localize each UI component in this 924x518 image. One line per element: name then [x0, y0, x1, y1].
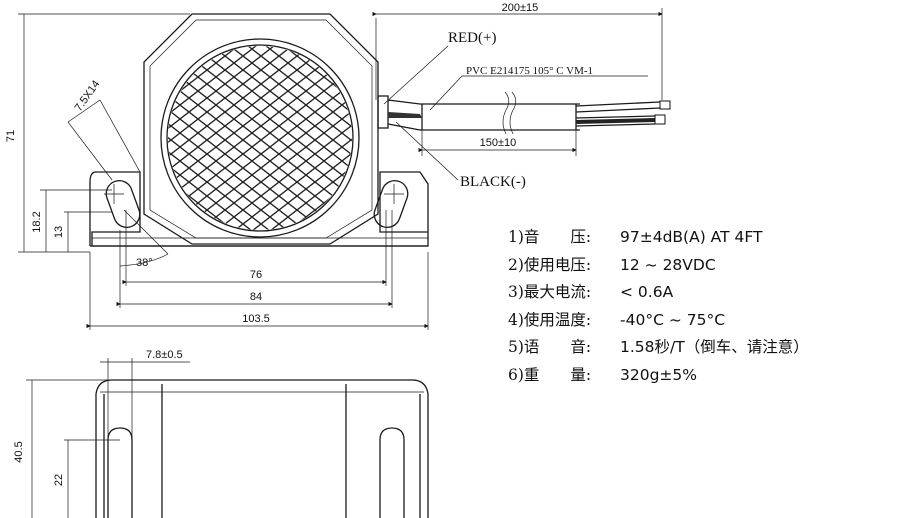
dim-side-width-text: 7.8±0.5 — [146, 349, 183, 361]
dim-side-height-text: 40.5 — [13, 441, 25, 462]
dim-sheath-text: 150±10 — [480, 137, 517, 149]
dim-slot-height-text: 13 — [53, 226, 65, 238]
dim-cable-length-text: 200±15 — [502, 2, 539, 14]
dim-slot-size: 7.5X14 — [67, 78, 141, 181]
spec-key: 4)使用温度: — [508, 310, 592, 329]
spec-value: 97±4dB(A) AT 4FT — [620, 228, 763, 246]
dim-side-width: 7.8±0.5 — [100, 349, 190, 440]
spec-key: 6)重 量: — [508, 365, 592, 384]
left-slot — [104, 180, 141, 228]
spec-row-weight: 6)重 量: 320g±5% — [508, 362, 809, 390]
spec-list: 1)音 压: 97±4dB(A) AT 4FT 2)使用电压: 12 ~ 28V… — [508, 224, 809, 390]
cable-spec-label: PVC E214175 105° C VM-1 — [466, 65, 593, 77]
side-view — [95, 379, 429, 518]
spec-value: -40°C ~ 75°C — [620, 310, 726, 329]
dim-angle-text: 38° — [136, 257, 153, 269]
spec-key: 2)使用电压: — [508, 255, 592, 274]
dim-side-slot: 22 — [53, 439, 120, 518]
front-view — [89, 13, 671, 247]
spec-row-sound: 1)音 压: 97±4dB(A) AT 4FT — [508, 224, 809, 252]
spec-value: 12 ~ 28VDC — [620, 255, 716, 274]
spec-key: 5)语 音: — [508, 338, 592, 357]
spec-key: 3)最大电流: — [508, 283, 592, 302]
dim-side-slot-text: 22 — [53, 474, 65, 486]
right-slot — [373, 180, 409, 228]
dim-height-text: 71 — [5, 130, 17, 142]
dim-angle: 38° — [119, 209, 169, 272]
black-wire-label: BLACK(-) — [460, 174, 526, 190]
spec-row-current: 3)最大电流: < 0.6A — [508, 279, 809, 307]
dim-84-text: 84 — [250, 291, 262, 303]
dim-height: 71 — [5, 13, 190, 253]
dim-cable-length: 200±15 — [372, 2, 663, 100]
dim-side-height: 40.5 — [13, 379, 112, 518]
dim-flange: 18.2 13 — [31, 189, 112, 252]
spec-row-voice: 5)语 音: 1.58秒/T（倒车、请注意） — [508, 334, 809, 362]
dim-horizontal: 76 84 103.5 — [86, 210, 429, 330]
spec-value: 320g±5% — [620, 365, 698, 384]
spec-row-temperature: 4)使用温度: -40°C ~ 75°C — [508, 307, 809, 335]
dim-sheath: 150±10 — [418, 130, 577, 156]
dim-flange-text: 18.2 — [31, 211, 43, 232]
red-wire-label: RED(+) — [448, 30, 496, 46]
dim-1035-text: 103.5 — [242, 313, 270, 325]
spec-value: < 0.6A — [620, 283, 674, 302]
spec-key: 1)音 压: — [508, 228, 592, 246]
spec-row-voltage: 2)使用电压: 12 ~ 28VDC — [508, 252, 809, 280]
spec-value: 1.58秒/T（倒车、请注意） — [620, 338, 809, 357]
dim-76-text: 76 — [250, 269, 262, 281]
